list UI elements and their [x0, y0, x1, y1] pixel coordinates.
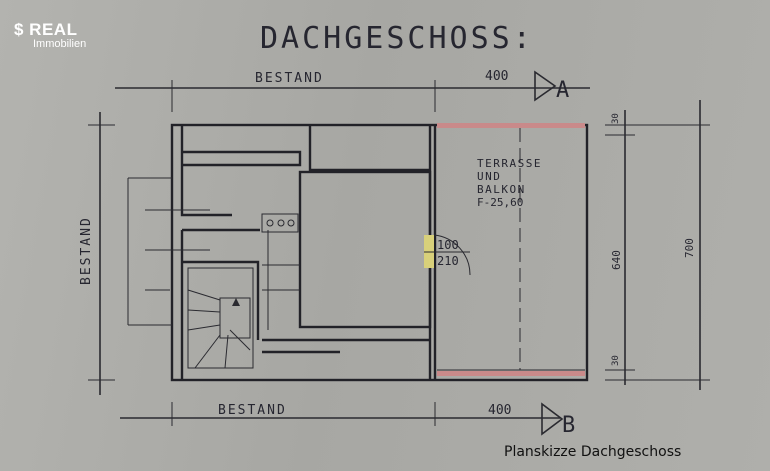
staircase [187, 267, 254, 369]
top-bestand-label: BESTAND [255, 71, 324, 86]
central-room [298, 170, 432, 329]
right-dim-total: 700 [683, 238, 696, 258]
room-label-balkon: BALKON [477, 183, 526, 196]
outer-walls [170, 123, 589, 382]
sreal-logo: $ REAL Immobilien [14, 20, 86, 50]
logo-brand: $ REAL [14, 20, 78, 39]
left-bestand-label: BESTAND [79, 216, 94, 285]
chimney [261, 213, 299, 233]
room-area: F-25,60 [477, 196, 523, 209]
section-a-label: A [556, 78, 569, 103]
plan-title: DACHGESCHOSS: [260, 21, 534, 56]
railing-bottom [437, 371, 585, 376]
section-b-label: B [562, 413, 575, 438]
top-dimension-400: 400 [485, 69, 508, 84]
door-height: 210 [437, 254, 459, 268]
room-label-und: UND [477, 170, 501, 183]
railing-top [437, 123, 585, 128]
bottom-bestand-label: BESTAND [218, 403, 287, 418]
bottom-dimension-400: 400 [488, 403, 511, 418]
right-dim-top: 30 [611, 113, 621, 124]
door-width: 100 [437, 238, 459, 252]
room-label-terrasse: TERRASSE [477, 157, 542, 170]
door-swing [433, 234, 471, 276]
right-dim-middle: 640 [610, 250, 623, 270]
right-dim-bottom: 30 [611, 355, 621, 366]
section-b-marker [541, 402, 564, 436]
section-a-marker [534, 70, 557, 102]
logo-subtitle: Immobilien [33, 38, 87, 50]
image-caption: Planskizze Dachgeschoss [504, 444, 682, 460]
